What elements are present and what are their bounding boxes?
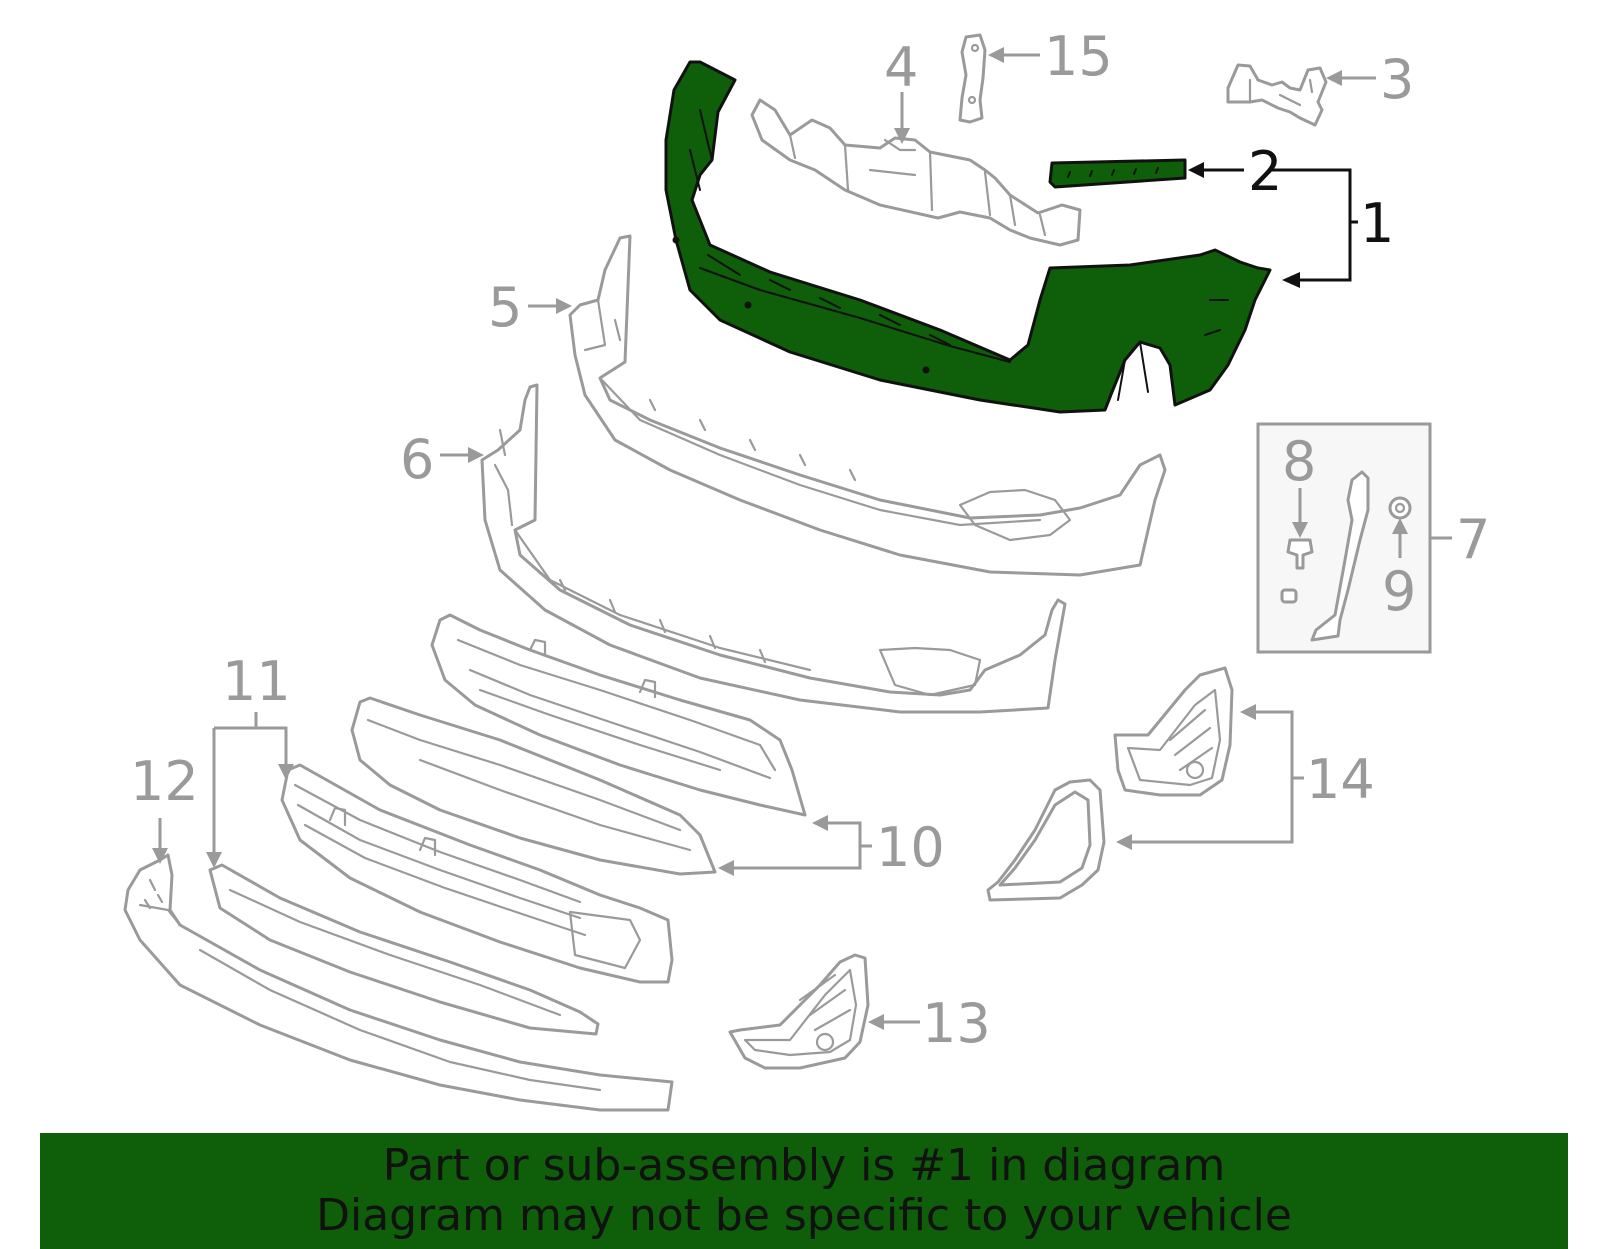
part-10-lower-grille[interactable] [350, 696, 717, 876]
part-3-bracket[interactable] [1226, 63, 1328, 127]
part-4-energy-absorber[interactable] [750, 98, 1082, 247]
callout-1: 1 [1360, 192, 1394, 255]
callout-5: 5 [488, 276, 522, 339]
leader-8 [1292, 488, 1308, 538]
callout-6: 6 [400, 428, 434, 491]
footer-line-2: Diagram may not be specific to your vehi… [316, 1190, 1292, 1241]
callout-9: 9 [1382, 560, 1416, 623]
leader-14 [1116, 704, 1304, 850]
part-15-bracket[interactable] [958, 33, 987, 124]
part-6-lower-fascia[interactable] [480, 383, 1067, 714]
part-13-fog-bezel[interactable] [728, 953, 870, 1070]
part-2-trim-strip[interactable] [1048, 158, 1187, 189]
leader-3 [1326, 70, 1376, 86]
callout-15: 15 [1044, 25, 1113, 88]
part-14-fog-housing[interactable] [1113, 666, 1234, 797]
callout-4: 4 [884, 36, 918, 99]
part-14-bezel-trim[interactable] [986, 778, 1106, 902]
leader-1 [1270, 168, 1358, 288]
part-12-skid-plate[interactable] [123, 853, 674, 1112]
leader-11 [206, 712, 294, 868]
callout-12: 12 [130, 750, 199, 813]
footer-banner: Part or sub-assembly is #1 in diagram Di… [40, 1133, 1568, 1249]
leader-4 [894, 92, 910, 144]
footer-line-1: Part or sub-assembly is #1 in diagram [382, 1140, 1226, 1191]
callout-7: 7 [1456, 508, 1490, 571]
callout-2: 2 [1248, 140, 1282, 203]
callout-3: 3 [1380, 48, 1414, 111]
part-10-upper-grille[interactable] [430, 613, 807, 817]
part-8-push-pin[interactable] [1280, 538, 1314, 604]
callout-14: 14 [1306, 748, 1375, 811]
leader-9 [1392, 518, 1408, 558]
leader-6 [440, 447, 484, 463]
part-1-bumper-cover[interactable] [664, 60, 1272, 414]
part-9-nut[interactable] [1388, 496, 1412, 520]
part-11-lower-lip[interactable] [208, 863, 600, 1036]
leader-13 [868, 1014, 920, 1030]
part-5-upper-fascia[interactable] [568, 234, 1167, 577]
callout-8: 8 [1282, 430, 1316, 493]
leader-10 [718, 815, 872, 876]
leader-2 [1188, 162, 1244, 178]
callout-10: 10 [876, 816, 945, 879]
callout-11: 11 [222, 650, 291, 713]
part-11-grille-assembly[interactable] [280, 763, 674, 984]
callout-13: 13 [922, 992, 991, 1055]
leader-5 [528, 298, 572, 314]
leader-12 [152, 818, 168, 864]
part-7-kit-box[interactable] [1256, 422, 1432, 654]
leader-15 [988, 47, 1040, 63]
